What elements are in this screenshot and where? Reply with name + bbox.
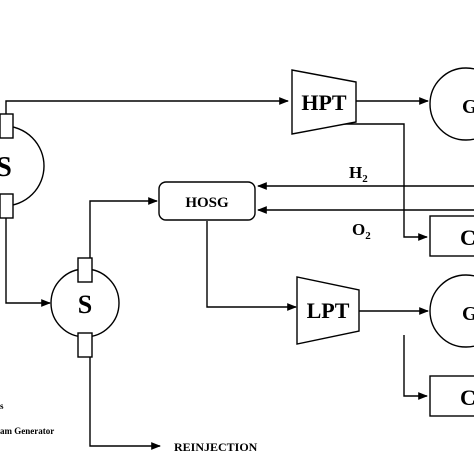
o2-label: O2 — [352, 220, 371, 242]
legend-line-1: s — [0, 401, 4, 411]
separator-bottom-label: S — [78, 290, 92, 319]
steam-line-to-hpt — [5, 97, 289, 120]
hpt-exhaust-line — [333, 123, 428, 241]
h2-subscript: 2 — [362, 173, 368, 185]
hp-turbine: HPT — [291, 69, 357, 135]
reinjection-line — [89, 357, 161, 450]
legend-line-2: am Generator — [0, 426, 54, 436]
reinjection-label: REINJECTION — [174, 440, 258, 454]
lp-turbine-label: LPT — [307, 298, 350, 323]
separator-top: S — [0, 113, 45, 219]
lp-turbine: LPT — [296, 276, 360, 345]
condenser-top: C — [429, 215, 474, 257]
h2-symbol: H — [349, 163, 362, 182]
generator-bottom: G — [429, 274, 474, 348]
hp-turbine-label: HPT — [301, 90, 347, 115]
condenser-top-label: C — [460, 225, 474, 250]
generator-top-label: G — [462, 96, 474, 118]
steam-line-to-hosg — [89, 197, 158, 258]
o2-subscript: 2 — [365, 230, 371, 242]
hosg-to-lpt-line — [206, 221, 297, 311]
condenser-bottom: C — [429, 375, 474, 417]
h2-label: H2 — [349, 163, 368, 185]
generator-top: G — [429, 67, 474, 141]
condenser-bottom-label: C — [460, 385, 474, 410]
o2-symbol: O — [352, 220, 365, 239]
hosg-label: HOSG — [185, 195, 229, 211]
separator-bottom: S — [50, 257, 120, 358]
brine-line-to-bottom-separator — [5, 218, 51, 307]
separator-top-label: S — [0, 152, 12, 183]
generator-bottom-label: G — [462, 303, 474, 325]
hosg-box: HOSG — [158, 181, 256, 221]
lpt-exhaust-line — [403, 335, 428, 400]
